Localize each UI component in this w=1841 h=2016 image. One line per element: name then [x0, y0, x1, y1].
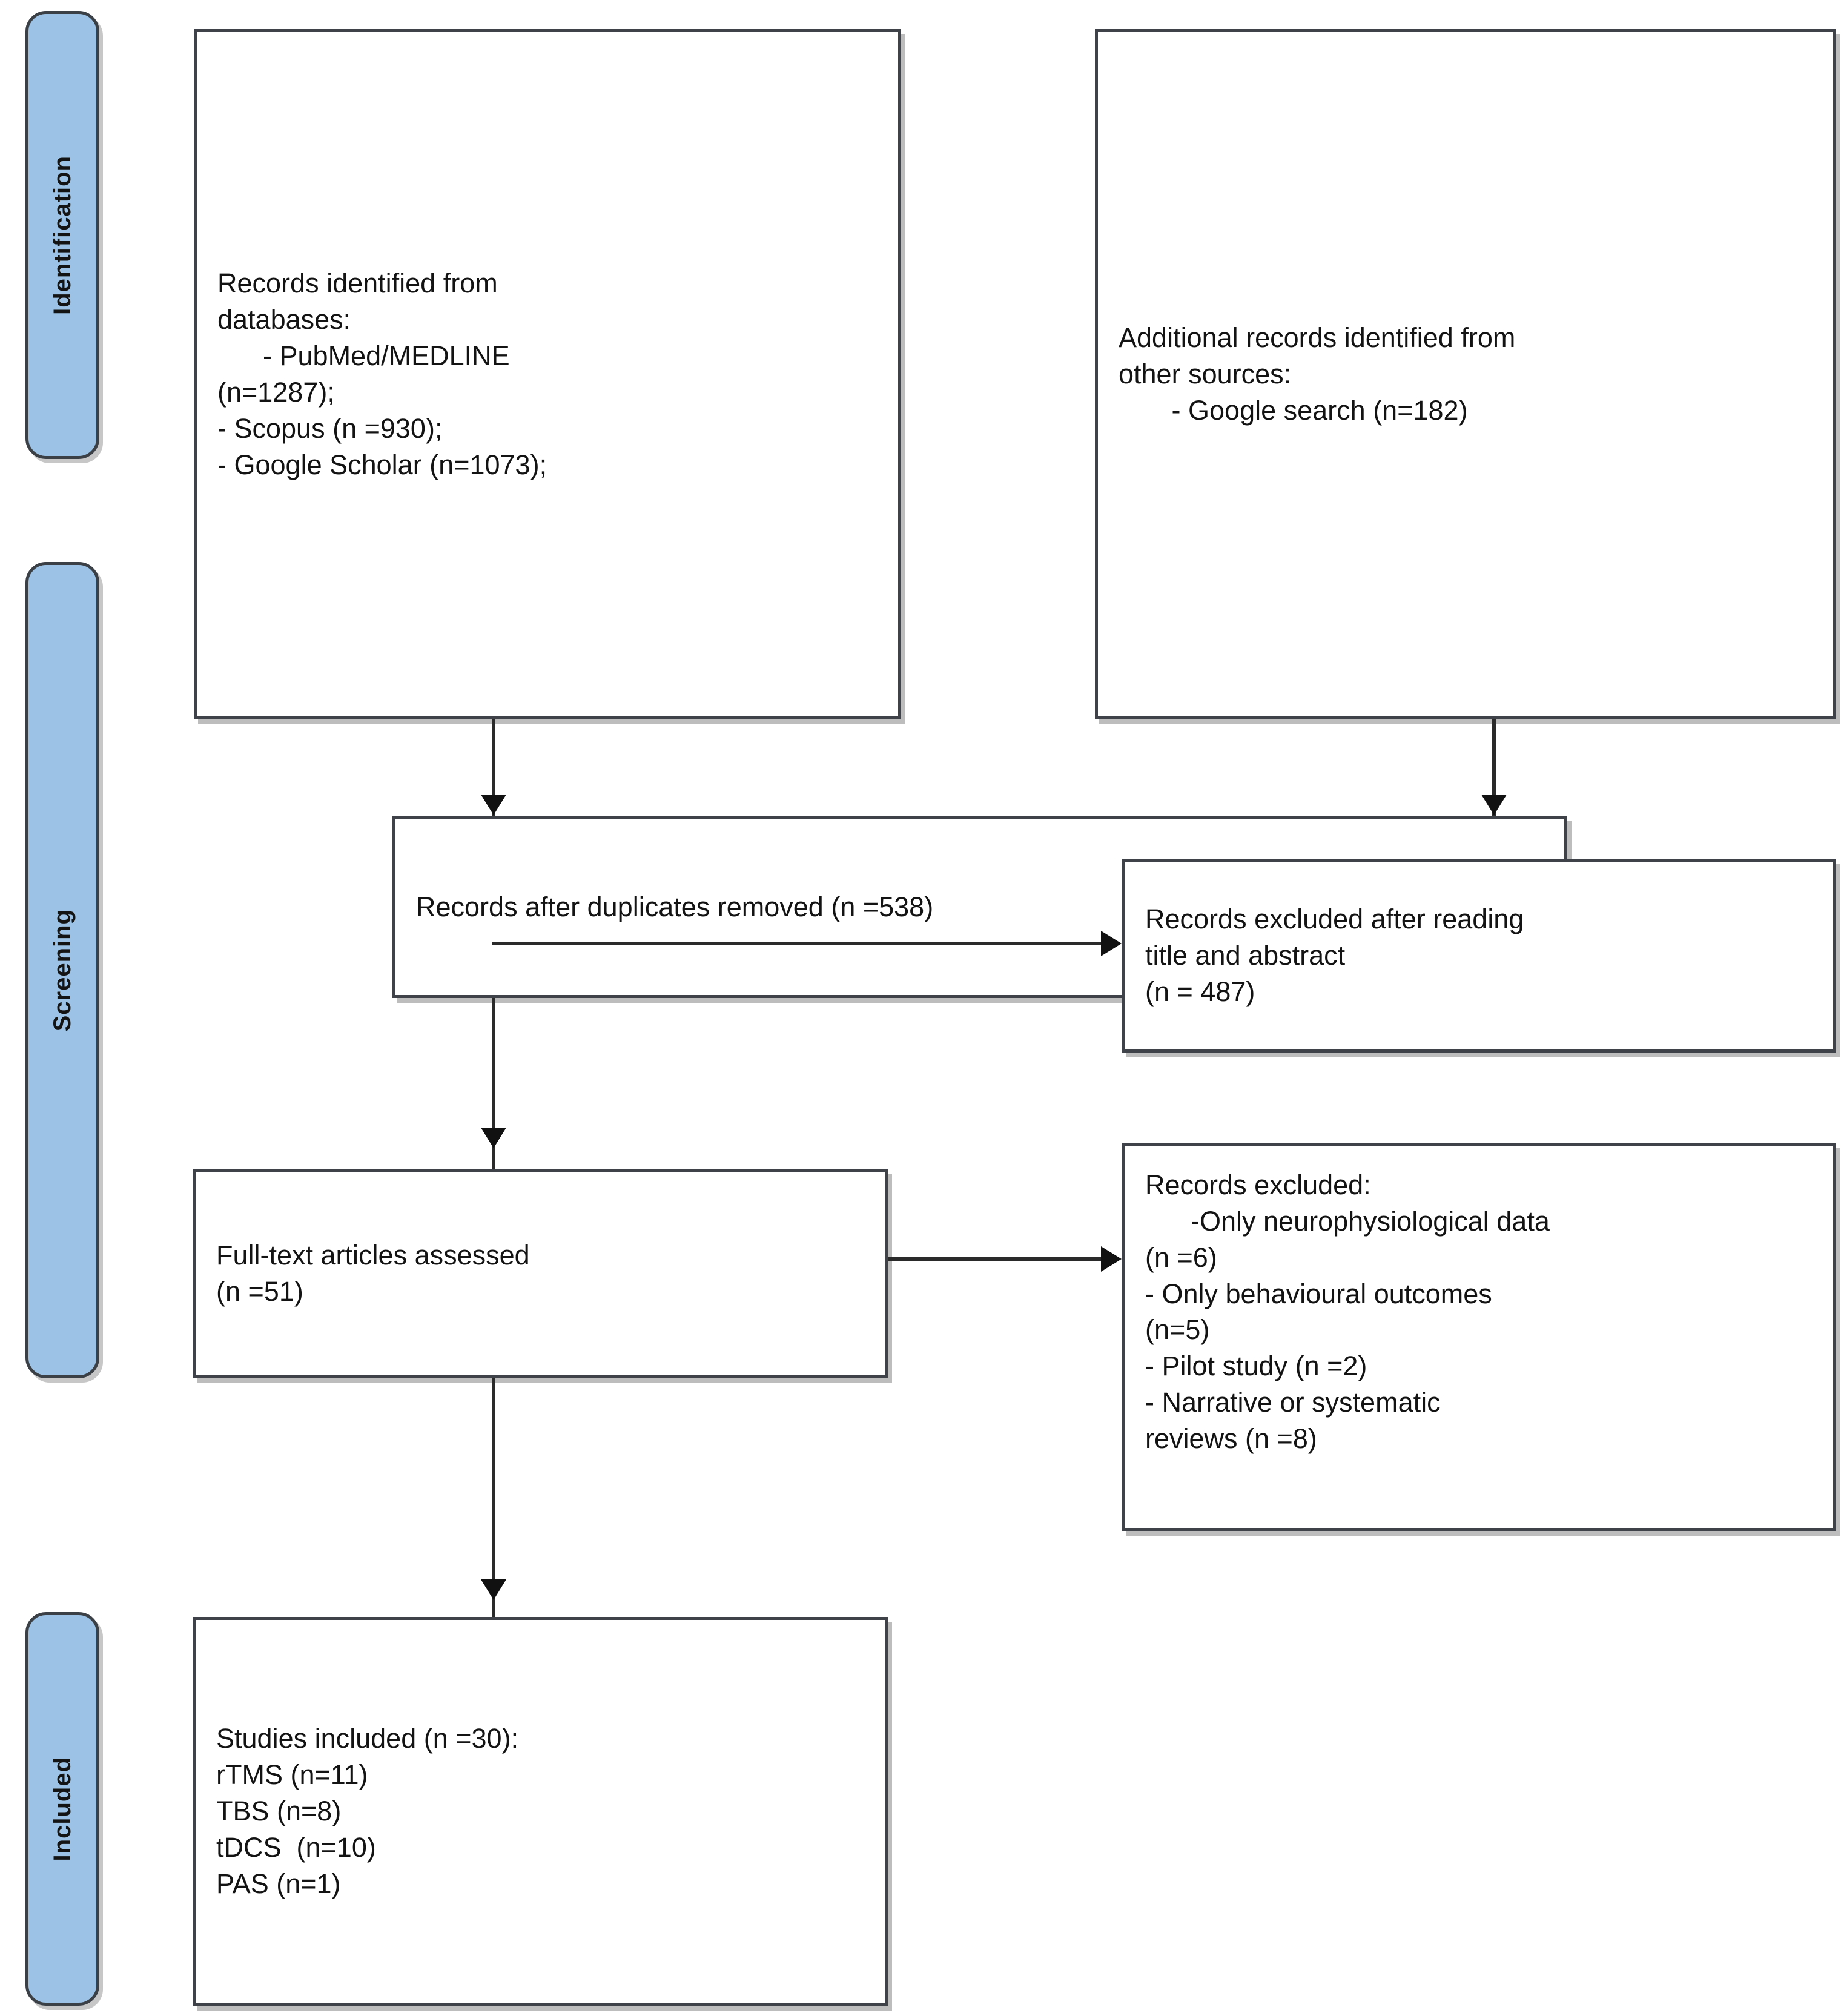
connector-to-excluded-fulltext — [888, 1257, 1103, 1261]
box-excluded-title-abstract: Records excluded after reading title and… — [1122, 859, 1836, 1053]
connector-additional-to-duplicates — [1492, 719, 1496, 816]
connector-identified-to-duplicates — [492, 719, 495, 816]
box-excluded-fulltext: Records excluded: -Only neurophysiologic… — [1122, 1143, 1836, 1531]
stage-label-included: Included — [48, 1756, 76, 1862]
box-fulltext-assessed: Full-text articles assessed (n =51) — [193, 1169, 888, 1378]
box-duplicates-removed-text: Records after duplicates removed (n =538… — [416, 891, 934, 923]
box-studies-included: Studies included (n =30): rTMS (n=11) TB… — [193, 1617, 888, 2006]
arrowhead-fulltext-to-included — [481, 1579, 506, 1600]
stage-pill-included: Included — [25, 1612, 99, 2006]
connector-to-excluded-title-abstract — [492, 942, 1103, 945]
arrowhead-additional-to-duplicates — [1481, 795, 1507, 815]
stage-label-identification: Identification — [48, 155, 76, 315]
box-additional-records: Additional records identified from other… — [1095, 29, 1836, 719]
box-excluded-fulltext-text: Records excluded: -Only neurophysiologic… — [1145, 1169, 1550, 1454]
box-excluded-title-abstract-text: Records excluded after reading title and… — [1145, 904, 1524, 1007]
arrowhead-duplicates-to-fulltext — [481, 1128, 506, 1148]
arrowhead-to-excluded-title-abstract — [1101, 931, 1122, 956]
box-additional-records-text: Additional records identified from other… — [1119, 322, 1516, 426]
arrowhead-identified-to-duplicates — [481, 795, 506, 815]
box-records-identified-text: Records identified from databases: - Pub… — [217, 268, 547, 480]
connector-fulltext-to-included — [492, 1378, 495, 1617]
stage-label-screening: Screening — [48, 908, 76, 1032]
stage-pill-screening: Screening — [25, 562, 99, 1378]
box-fulltext-assessed-text: Full-text articles assessed (n =51) — [216, 1239, 530, 1307]
box-records-identified: Records identified from databases: - Pub… — [194, 29, 901, 719]
box-studies-included-text: Studies included (n =30): rTMS (n=11) TB… — [216, 1723, 519, 1899]
arrowhead-to-excluded-fulltext — [1101, 1246, 1122, 1272]
stage-pill-identification: Identification — [25, 11, 99, 459]
